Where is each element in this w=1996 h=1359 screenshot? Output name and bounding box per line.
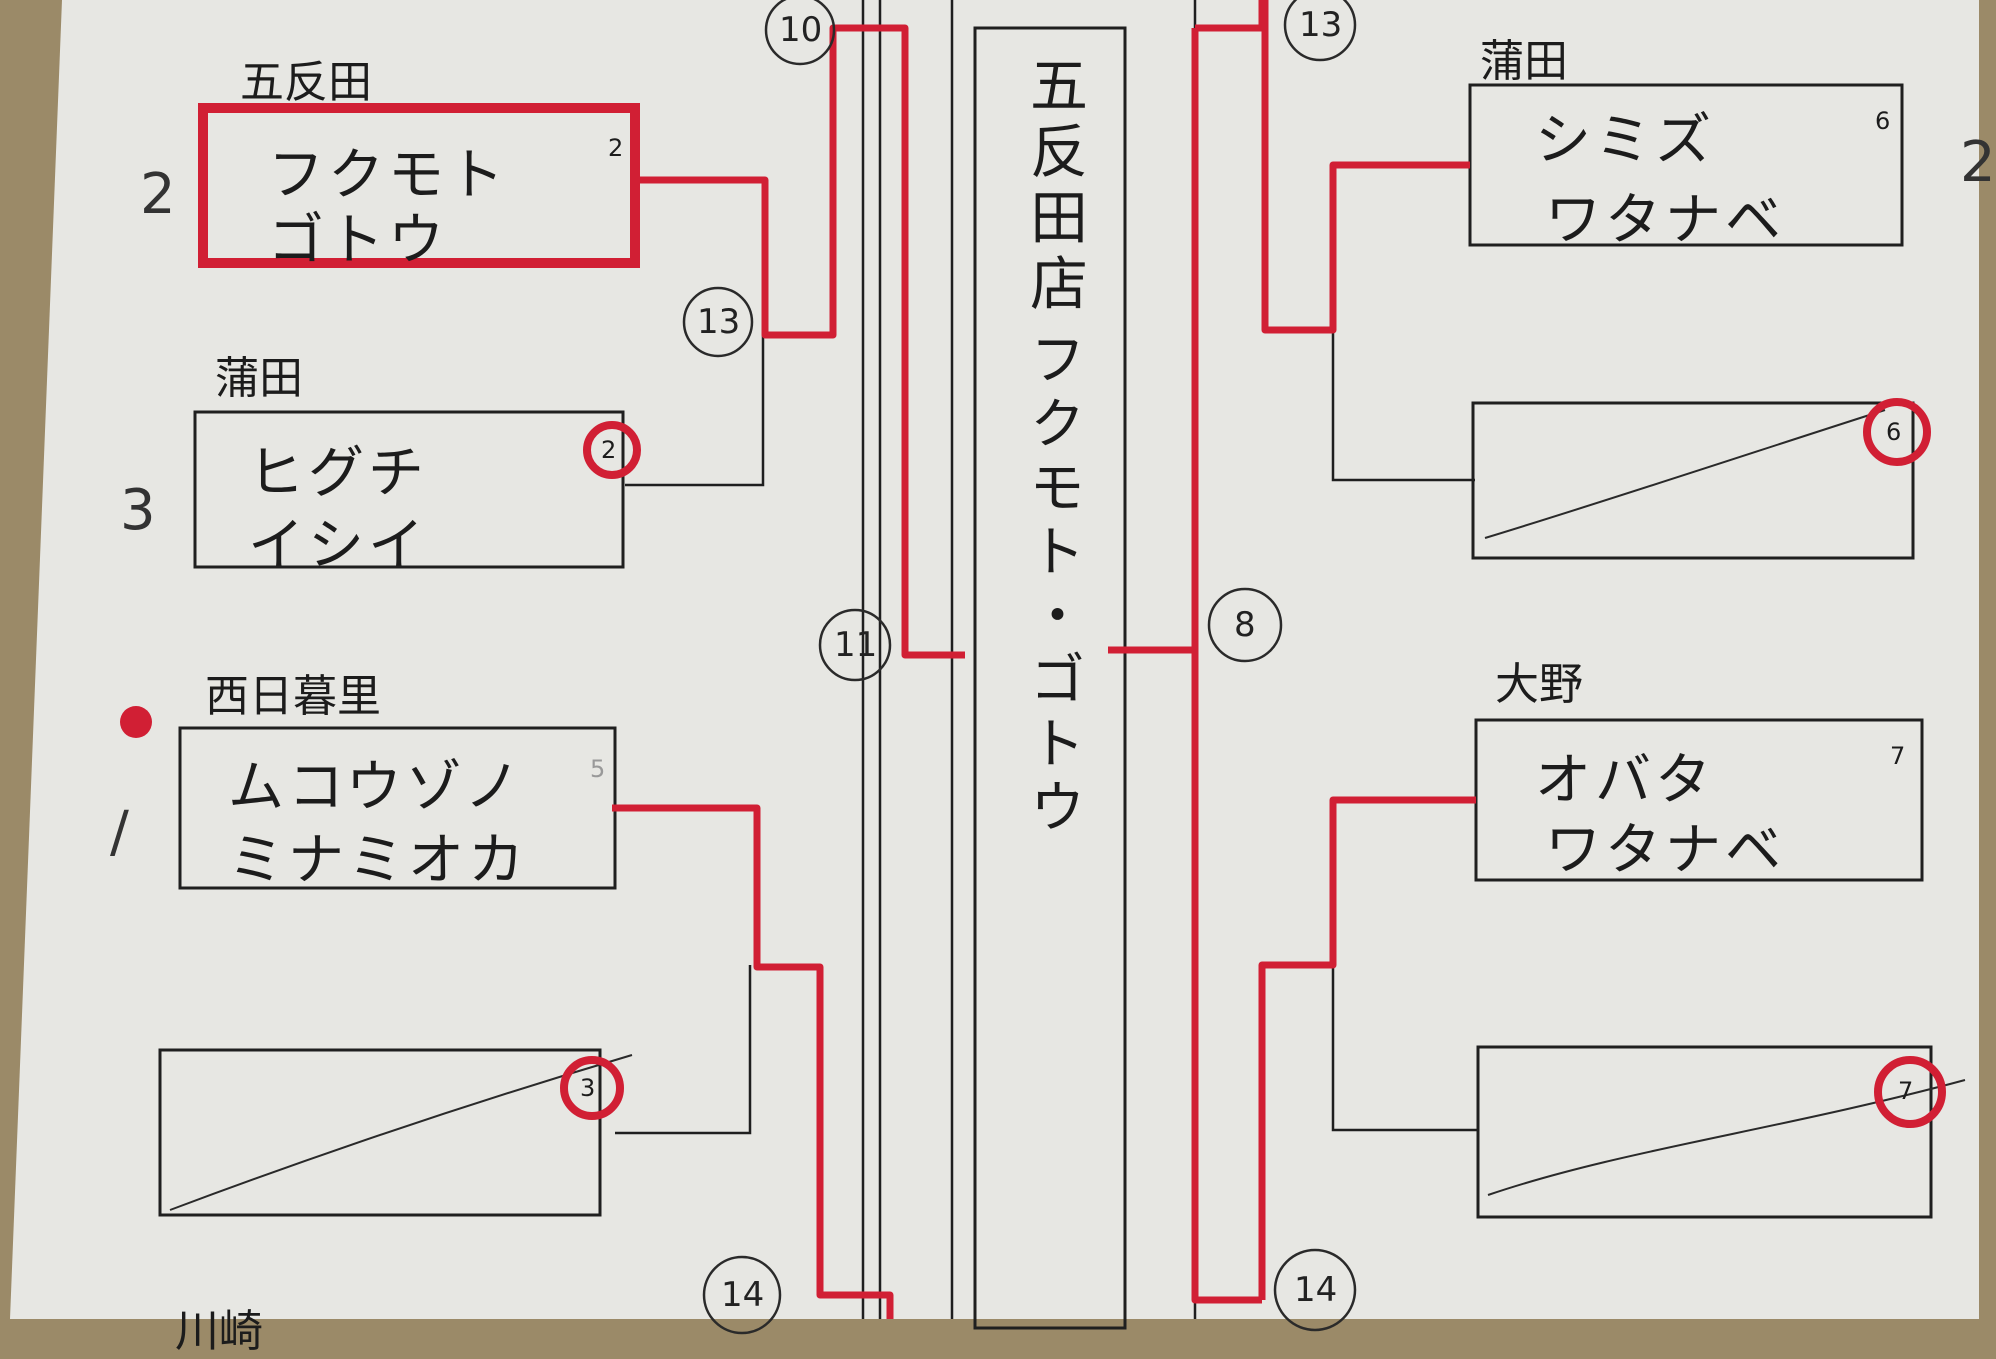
match-number-bottom-left: 14: [721, 1275, 765, 1315]
red-dot: [120, 706, 152, 738]
match-number-top-right: 13: [1299, 5, 1343, 45]
match-circle-mid-left-a: [682, 286, 754, 358]
center-winner-names: フクモト・ゴトウ: [1020, 330, 1085, 842]
left-team-3: 西日暮里: [205, 671, 381, 722]
left-seed-1: 2: [608, 134, 624, 162]
center-shop-name: 五反田店: [1020, 55, 1088, 319]
match-circle-top-right: [1283, 0, 1357, 62]
bracket-drawing: [10, 0, 1979, 1335]
left-player-2a: ヒグチ: [248, 441, 428, 506]
right-team-2: 大野: [1495, 659, 1583, 710]
match-number-mid-left-a: 13: [697, 302, 741, 342]
red-seed-circles: [560, 398, 1946, 1128]
circle-right-bye2: [1874, 1056, 1946, 1128]
circle-right-bye1: [1863, 398, 1931, 466]
circle-left-bye: [560, 1056, 624, 1120]
left-player-2b: イシイ: [248, 513, 428, 578]
right-seed-1: 6: [1875, 107, 1891, 135]
left-side-mark-3: /: [110, 800, 129, 865]
right-bye1-seed: 6: [1886, 418, 1902, 446]
bracket-boxes: [158, 26, 1933, 1330]
match-number-bottom-right: 14: [1294, 1270, 1338, 1310]
right-side-mark-1: 2: [1960, 130, 1996, 195]
match-circle-mid-right: [1207, 587, 1283, 663]
left-player-1b: ゴトウ: [268, 208, 448, 273]
box-left-2: [193, 410, 625, 569]
left-player-3a: ムコウゾノ: [228, 755, 525, 820]
left-side-mark-2: 3: [120, 478, 156, 543]
match-circle-top-left: [764, 0, 836, 66]
bracket-sheet-photo: 五反田 フクモト ゴトウ 2 2 蒲田 ヒグチ イシイ 2 3 西日暮里 ムコウ…: [10, 0, 1996, 1357]
right-player-1a: シミズ: [1535, 108, 1715, 173]
left-seed-3: 5: [590, 755, 606, 783]
match-circle-mid-left-b: [818, 608, 892, 682]
right-team-1: 蒲田: [1480, 36, 1568, 87]
center-box: [973, 26, 1127, 1330]
left-side-mark-1: 2: [140, 162, 176, 227]
winner-highlight: [198, 103, 640, 268]
left-bye-seed: 3: [580, 1074, 596, 1102]
left-team-1: 五反田: [240, 57, 372, 108]
right-player-1b: ワタナベ: [1545, 188, 1785, 253]
right-player-2b: ワタナベ: [1545, 818, 1785, 883]
left-player-3b: ミナミオカ: [228, 828, 528, 893]
red-bracket-path: [612, 0, 1476, 1319]
match-circle-bottom-right: [1273, 1248, 1357, 1332]
right-seed-2: 7: [1890, 742, 1906, 770]
box-left-bye: [158, 1048, 602, 1217]
left-player-1a: フクモト: [268, 143, 508, 208]
match-circle-bottom-left: [702, 1255, 782, 1335]
box-right-bye2: [1476, 1045, 1933, 1219]
match-number-top-left: 10: [779, 10, 823, 50]
match-number-circles: [682, 0, 1357, 1335]
left-bottom-partial-team: 川崎: [175, 1306, 263, 1357]
circle-left-2: [583, 421, 641, 479]
right-bye2-seed: 7: [1898, 1077, 1914, 1105]
match-number-mid-right: 8: [1234, 605, 1256, 645]
right-player-2a: オバタ: [1535, 748, 1715, 813]
paper-sheet: [10, 0, 1979, 1319]
left-seed-2: 2: [601, 436, 617, 464]
match-number-mid-left-b: 11: [834, 625, 878, 665]
left-team-2: 蒲田: [215, 353, 303, 404]
